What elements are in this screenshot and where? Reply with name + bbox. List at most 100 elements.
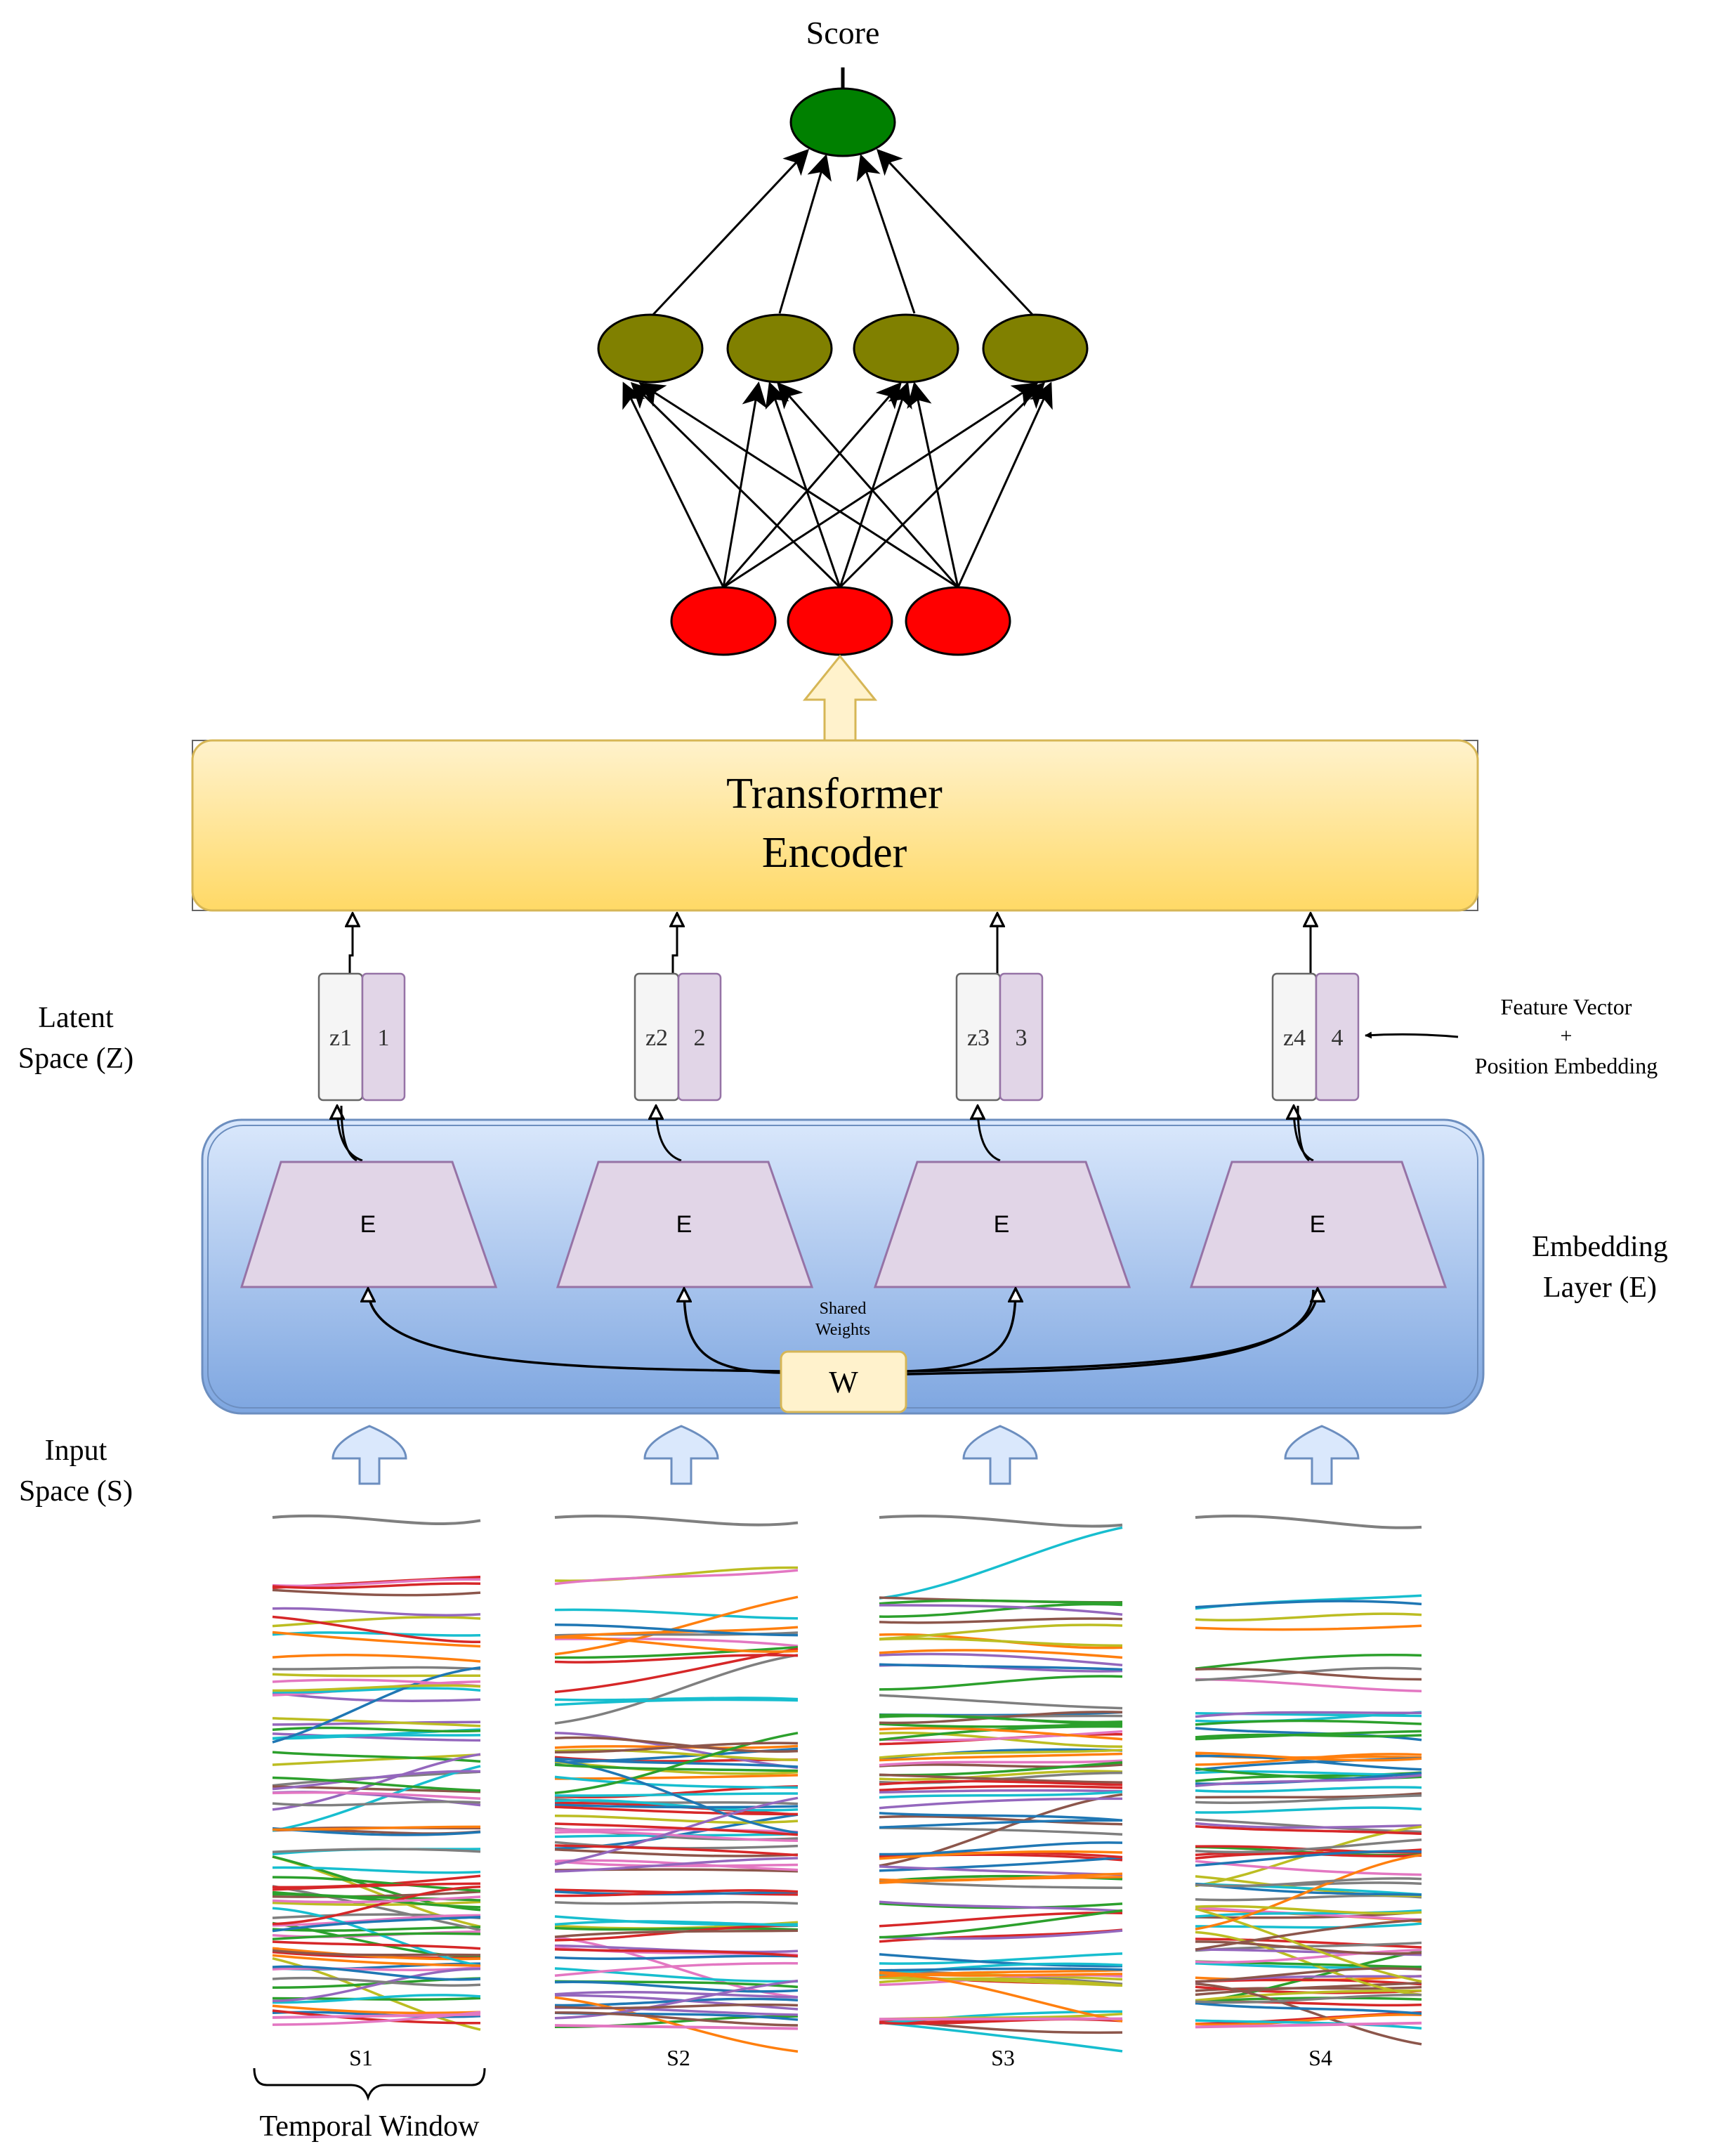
series-line <box>879 1879 1123 1889</box>
series-line <box>879 1602 1123 1618</box>
series-line <box>554 1822 799 1836</box>
series-line <box>272 1684 481 1692</box>
series-line <box>879 1967 1123 1972</box>
series-line <box>554 1646 799 1659</box>
series-line <box>1195 2019 1422 2030</box>
series-line <box>1195 1997 1422 2003</box>
encoder-3: E <box>873 1161 1131 1288</box>
series-line <box>1195 1612 1422 1621</box>
encoder-arrows <box>337 1106 1314 1162</box>
series-line <box>554 1736 799 1753</box>
series-line <box>1195 1822 1422 1829</box>
series-line <box>272 1949 481 1956</box>
input-up-arrows <box>332 1425 1360 1485</box>
series-line <box>1195 1993 1422 2004</box>
series-line <box>879 1526 1123 1600</box>
series-line <box>879 1912 1123 1928</box>
series-line <box>272 1976 481 1987</box>
series-line <box>272 1717 481 1727</box>
series-line <box>1195 1786 1422 1793</box>
series-line <box>879 1730 1123 1742</box>
window-label-s3: S3 <box>991 2045 1015 2070</box>
series-line <box>554 1954 799 1960</box>
series-line <box>554 1760 799 1775</box>
series-line <box>1195 1678 1422 1692</box>
hidden-node <box>726 313 833 384</box>
series-line <box>879 1841 1123 1856</box>
series-window-4 <box>1195 1514 1422 2046</box>
series-line <box>1195 1838 1422 1854</box>
series-line <box>272 1770 481 1791</box>
series-line <box>272 1940 481 1950</box>
hidden-layer <box>597 313 1089 384</box>
series-line <box>554 1803 799 1809</box>
series-line <box>1195 1794 1422 1804</box>
window-label-s4: S4 <box>1308 2045 1332 2070</box>
latent-label-line2: Space (Z) <box>18 1043 133 1075</box>
embedding-layer-box <box>201 1118 1485 1415</box>
series-line <box>879 1872 1123 1882</box>
series-line <box>272 1615 481 1644</box>
series-line <box>879 1962 1123 1976</box>
series-line <box>554 1929 799 1938</box>
series-line <box>554 1623 799 1637</box>
series-line <box>879 1763 1123 1768</box>
series-line <box>554 1595 799 1656</box>
series-line <box>1195 1938 1422 1949</box>
series-line <box>554 1636 799 1653</box>
series-line <box>879 1815 1123 1826</box>
encoder-label: E <box>1310 1211 1326 1238</box>
transformer-output-arrow <box>802 654 878 742</box>
latent-z-label: z2 <box>645 1025 668 1051</box>
series-line <box>1195 1806 1422 1814</box>
series-line <box>879 1784 1123 1792</box>
series-line <box>879 1514 1123 1528</box>
series-line <box>554 1980 799 1993</box>
encoder-1: E <box>239 1161 498 1288</box>
series-line <box>1195 1967 1422 1983</box>
series-line <box>1195 1600 1422 1609</box>
series-line <box>1195 2001 1422 2015</box>
series-line <box>554 1654 799 1725</box>
series-window-2 <box>554 1514 799 2053</box>
series-line <box>879 1652 1123 1666</box>
series-line <box>1195 1624 1422 1631</box>
series-line <box>1195 1877 1422 1888</box>
series-line <box>879 1977 1123 1987</box>
series-line <box>879 1971 1123 1977</box>
series-line <box>879 1694 1123 1710</box>
series-line <box>554 1749 799 1762</box>
series-line <box>1195 1774 1422 1788</box>
series-line <box>879 1773 1123 1784</box>
series-line <box>1195 1940 1422 1955</box>
transformer-title-line1: Transformer <box>726 770 943 818</box>
series-line <box>1195 1918 1422 1951</box>
series-line <box>554 1805 799 1816</box>
series-line <box>1195 1711 1422 1718</box>
input-label-line2: Space (S) <box>19 1475 133 1508</box>
encoder-label: E <box>360 1211 376 1238</box>
input-up-arrow <box>643 1425 719 1485</box>
series-line <box>272 1914 481 1927</box>
series-line <box>272 1687 481 1694</box>
series-line <box>879 1617 1123 1624</box>
annotation-line3: Position Embedding <box>1475 1053 1658 1078</box>
series-line <box>554 1857 799 1873</box>
series-window-3 <box>879 1514 1123 2053</box>
series-line <box>1195 1982 1422 2046</box>
series-line <box>272 1753 481 1766</box>
series-line <box>879 1713 1123 1727</box>
series-line <box>272 1848 481 1854</box>
latent-z-label: z3 <box>967 1025 990 1051</box>
input-up-arrow <box>962 1425 1038 1485</box>
series-line <box>1195 1850 1422 1867</box>
series-line <box>554 1732 799 1795</box>
series-line <box>554 1763 799 1772</box>
series-line <box>879 2017 1123 2021</box>
series-line <box>554 1848 799 1857</box>
series-line <box>272 1616 481 1628</box>
series-line <box>879 1909 1123 1939</box>
series-line <box>1195 1905 1422 1915</box>
series-line <box>1195 1667 1422 1681</box>
